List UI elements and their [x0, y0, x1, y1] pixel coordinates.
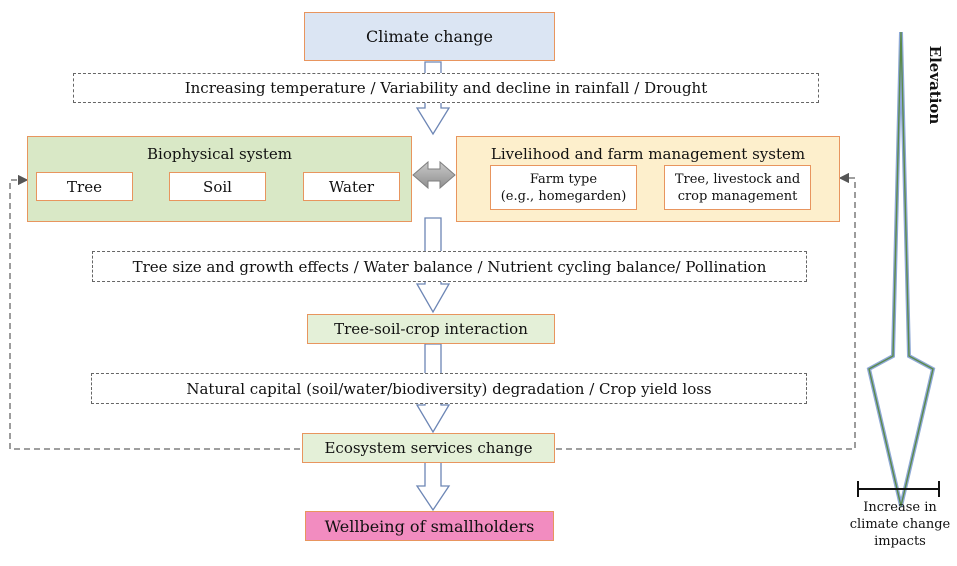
flow-arrow-ecosystem-to-wellbeing — [415, 461, 451, 512]
impact-scale-bar — [857, 481, 940, 497]
tree-soil-crop-interaction-label: Tree-soil-crop interaction — [334, 320, 528, 338]
livelihood-system-title: Livelihood and farm management system — [490, 145, 806, 163]
feedback-loop-right — [556, 172, 856, 450]
soil-node: Soil — [169, 172, 266, 201]
management-line2: crop management — [677, 188, 798, 204]
climate-change-node: Climate change — [304, 12, 555, 61]
water-node: Water — [303, 172, 400, 201]
climate-drivers-label: Increasing temperature / Variability and… — [184, 79, 708, 97]
management-line1: Tree, livestock and — [674, 171, 801, 187]
biophysical-effects-label: Tree size and growth effects / Water bal… — [132, 257, 767, 276]
biophysical-effects-node: Tree size and growth effects / Water bal… — [92, 251, 807, 282]
degradation-label: Natural capital (soil/water/biodiversity… — [186, 379, 712, 398]
management-node: Tree, livestock and crop management — [664, 165, 811, 210]
wellbeing-label: Wellbeing of smallholders — [324, 516, 535, 536]
impact-caption-line3: impacts — [874, 534, 926, 549]
bidirectional-arrow — [412, 160, 456, 190]
wellbeing-node: Wellbeing of smallholders — [305, 511, 554, 541]
tree-soil-crop-interaction-node: Tree-soil-crop interaction — [307, 314, 555, 344]
feedback-loop-left — [9, 174, 300, 450]
ecosystem-services-node: Ecosystem services change — [302, 433, 555, 463]
water-label: Water — [328, 177, 375, 196]
degradation-node: Natural capital (soil/water/biodiversity… — [91, 373, 807, 404]
climate-drivers-node: Increasing temperature / Variability and… — [73, 73, 819, 103]
impact-caption: Increase in climate change impacts — [838, 499, 957, 550]
elevation-label: Elevation — [926, 45, 944, 125]
farm-type-line1: Farm type — [529, 171, 598, 187]
farm-type-node: Farm type (e.g., homegarden) — [490, 165, 637, 210]
livelihood-system-node: Livelihood and farm management system Fa… — [456, 136, 840, 222]
biophysical-system-title: Biophysical system — [147, 145, 292, 163]
biophysical-system-node: Biophysical system Tree Soil Water — [27, 136, 412, 222]
soil-label: Soil — [203, 177, 232, 196]
tree-node: Tree — [36, 172, 133, 201]
elevation-label-wrap: Elevation — [920, 40, 950, 130]
tree-label: Tree — [67, 177, 102, 196]
climate-change-label: Climate change — [366, 27, 493, 46]
ecosystem-services-label: Ecosystem services change — [324, 439, 533, 457]
impact-caption-line2: climate change — [849, 517, 951, 532]
farm-type-line2: (e.g., homegarden) — [500, 188, 627, 204]
impact-caption-line1: Increase in — [863, 500, 937, 515]
